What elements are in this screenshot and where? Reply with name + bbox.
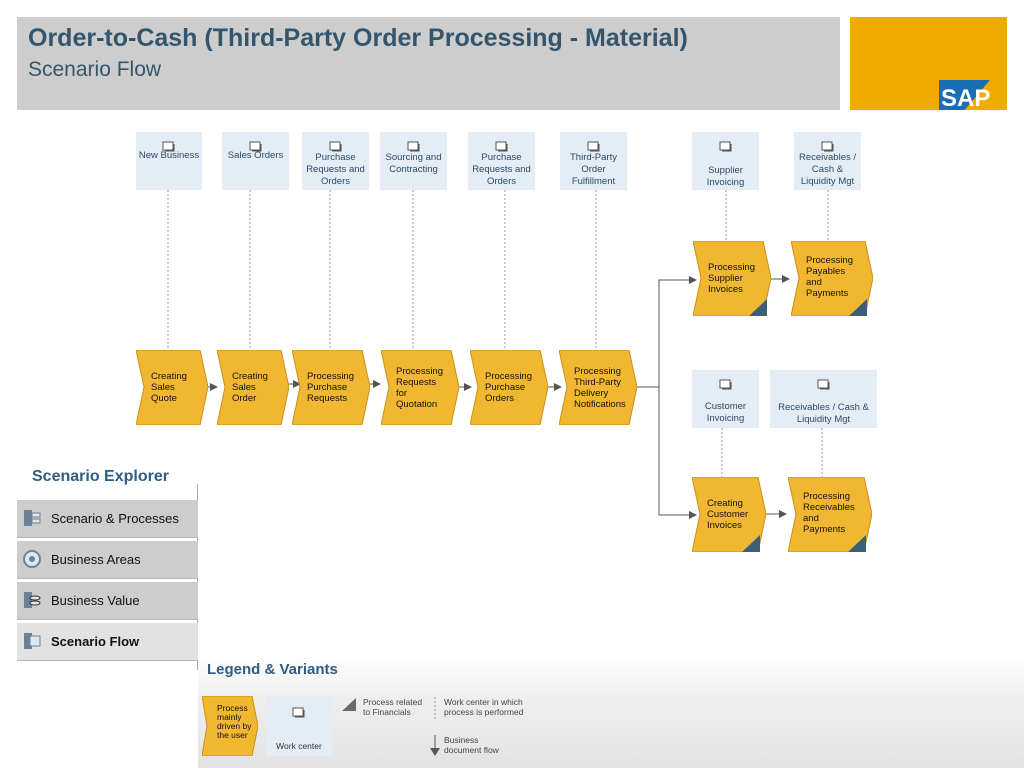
step-creating-customer-invoices[interactable]: Creating Customer Invoices — [692, 477, 766, 552]
work-center-sales-orders[interactable]: Sales Orders — [222, 132, 289, 190]
step-label: Creating Sales Quote — [151, 371, 187, 404]
work-center-icon — [292, 707, 305, 718]
work-center-sourcing[interactable]: Sourcing and Contracting — [380, 132, 447, 190]
work-center-icon — [495, 141, 507, 152]
sap-logo-text: SAP — [941, 85, 990, 110]
step-creating-sales-quote[interactable]: Creating Sales Quote — [136, 350, 208, 425]
nav-item-scenario-flow[interactable]: Scenario Flow — [17, 623, 198, 661]
financials-marker — [749, 299, 767, 316]
work-center-icon — [407, 141, 419, 152]
work-center-label: Third-Party Order Fulfillment — [570, 152, 617, 187]
nav-item-business-areas[interactable]: Business Areas — [17, 541, 198, 579]
sap-logo-panel: SAP — [850, 17, 1007, 112]
business-areas-icon — [23, 550, 41, 568]
page-title: Order-to-Cash (Third-Party Order Process… — [28, 24, 688, 52]
document-flow-arrow-icon — [430, 735, 440, 756]
legend-work-center: Work center — [266, 696, 332, 756]
step-label: Creating Customer Invoices — [707, 498, 749, 531]
step-processing-purchase-requests[interactable]: Processing Purchase Requests — [292, 350, 370, 425]
page-subtitle: Scenario Flow — [28, 58, 162, 81]
sap-logo: SAP — [939, 80, 990, 112]
step-label: Processing Purchase Orders — [485, 371, 532, 404]
step-label: Processing Purchase Requests — [307, 371, 354, 404]
legend-dotted-line — [434, 697, 436, 721]
work-center-icon — [587, 141, 599, 152]
work-center-icon — [249, 141, 261, 152]
work-center-label: Receivables / Cash & Liquidity Mgt — [798, 152, 857, 187]
header-banner: Order-to-Cash (Third-Party Order Process… — [17, 17, 840, 110]
financials-marker — [848, 535, 866, 552]
legend-process-label: Process mainly driven by the user — [217, 703, 252, 740]
nav-item-label: Scenario & Processes — [51, 511, 179, 526]
work-center-third-party[interactable]: Third-Party Order Fulfillment — [560, 132, 627, 190]
work-center-purchase-requests-2[interactable]: Purchase Requests and Orders — [468, 132, 535, 190]
legend-financials-label: Process related to Financials — [363, 697, 423, 717]
work-center-label: Sourcing and Contracting — [385, 152, 442, 175]
nav-item-label: Scenario Flow — [51, 634, 140, 649]
scenario-processes-icon — [24, 510, 41, 526]
work-center-icon — [329, 141, 341, 152]
work-center-label: Supplier Invoicing — [706, 165, 745, 188]
step-processing-purchase-orders[interactable]: Processing Purchase Orders — [470, 350, 548, 425]
legend-process-chevron: Process mainly driven by the user — [202, 696, 258, 756]
work-center-label: Customer Invoicing — [704, 401, 747, 424]
step-processing-third-party-notifications[interactable]: Processing Third-Party Delivery Notifica… — [559, 350, 637, 425]
work-center-receivables-2[interactable]: Receivables / Cash & Liquidity Mgt — [770, 370, 877, 428]
work-center-label: Purchase Requests and Orders — [306, 152, 365, 187]
work-center-icon — [719, 141, 731, 152]
step-processing-payables[interactable]: Processing Payables and Payments — [791, 241, 873, 316]
step-processing-rfq[interactable]: Processing Requests for Quotation — [381, 350, 459, 425]
nav-item-scenario-processes[interactable]: Scenario & Processes — [17, 500, 198, 538]
legend-title: Legend & Variants — [207, 661, 338, 678]
work-center-purchase-requests[interactable]: Purchase Requests and Orders — [302, 132, 369, 190]
financials-marker-icon — [342, 698, 356, 711]
work-center-icon — [719, 379, 731, 390]
financials-marker — [849, 299, 867, 316]
step-creating-sales-order[interactable]: Creating Sales Order — [217, 350, 289, 425]
step-label: Processing Payables and Payments — [806, 255, 853, 299]
work-center-label: New Business — [138, 150, 200, 161]
step-processing-supplier-invoices[interactable]: Processing Supplier Invoices — [693, 241, 771, 316]
nav-item-business-value[interactable]: Business Value — [17, 582, 198, 620]
legend-work-center-desc: Work center in which process is performe… — [444, 697, 524, 717]
scenario-explorer-nav: Scenario & Processes Business Areas Busi… — [17, 500, 198, 664]
step-label: Creating Sales Order — [232, 371, 268, 404]
legend-work-center-label: Work center — [276, 741, 322, 751]
work-center-label: Purchase Requests and Orders — [472, 152, 531, 187]
step-label: Processing Third-Party Delivery Notifica… — [574, 365, 626, 410]
work-center-customer-invoicing[interactable]: Customer Invoicing — [692, 370, 759, 428]
step-label: Processing Supplier Invoices — [708, 262, 755, 295]
business-value-icon — [24, 592, 41, 608]
work-center-new-business[interactable]: New Business — [136, 132, 202, 190]
work-center-links — [167, 190, 829, 478]
work-center-label: Receivables / Cash & Liquidity Mgt — [778, 402, 869, 425]
nav-item-label: Business Areas — [51, 552, 141, 567]
step-processing-receivables[interactable]: Processing Receivables and Payments — [788, 477, 872, 552]
work-center-icon — [817, 379, 829, 390]
work-center-icon — [821, 141, 833, 152]
nav-item-label: Business Value — [51, 593, 140, 608]
legend-doc-flow-label: Business document flow — [444, 735, 499, 755]
legend-panel — [198, 655, 1024, 768]
scenario-flow-icon — [24, 633, 41, 649]
explorer-title: Scenario Explorer — [32, 468, 169, 485]
financials-marker — [742, 535, 760, 552]
step-label: Processing Receivables and Payments — [803, 491, 855, 535]
work-center-supplier-invoicing[interactable]: Supplier Invoicing — [692, 132, 759, 190]
work-center-receivables[interactable]: Receivables / Cash & Liquidity Mgt — [794, 132, 861, 190]
work-center-icon — [162, 141, 175, 152]
step-label: Processing Requests for Quotation — [396, 365, 443, 410]
work-center-label: Sales Orders — [227, 150, 284, 161]
